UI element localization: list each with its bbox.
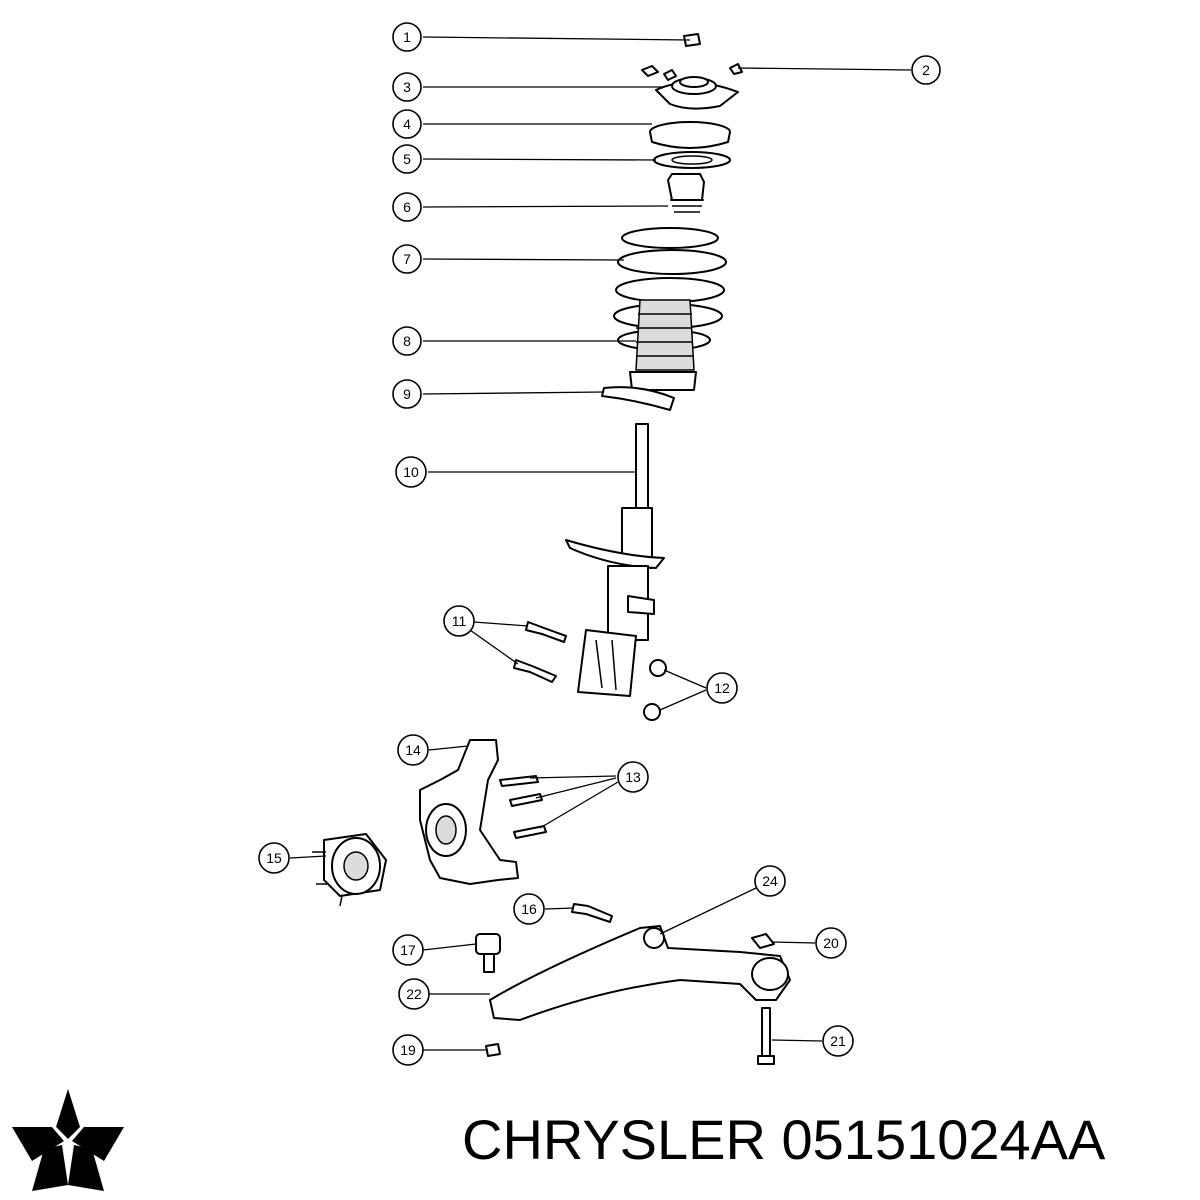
callout-8: 8 bbox=[392, 326, 422, 356]
callout-12: 12 bbox=[706, 672, 738, 704]
callout-13: 13 bbox=[617, 761, 649, 793]
part-strut-assembly bbox=[565, 423, 665, 697]
part-upper-mount bbox=[655, 76, 739, 110]
leader-lines bbox=[289, 36, 912, 1051]
part-strut-bearing bbox=[649, 121, 731, 149]
part-ball-joint-bolt bbox=[571, 903, 613, 923]
callout-3: 3 bbox=[392, 72, 422, 102]
part-dust-boot bbox=[629, 299, 697, 391]
callout-11: 11 bbox=[443, 605, 475, 637]
brand-name: CHRYSLER bbox=[462, 1108, 766, 1171]
callout-15: 15 bbox=[258, 842, 290, 874]
part-caption: CHRYSLER 05151024AA bbox=[462, 1108, 1105, 1172]
svg-text:20: 20 bbox=[823, 935, 839, 951]
part-mount-nuts bbox=[641, 63, 743, 81]
part-small-nut bbox=[485, 1043, 501, 1057]
callout-9: 9 bbox=[392, 379, 422, 409]
callout-1: 1 bbox=[392, 22, 422, 52]
part-steering-knuckle bbox=[419, 739, 519, 885]
svg-text:14: 14 bbox=[405, 742, 421, 758]
part-knuckle-bolts bbox=[499, 775, 547, 839]
part-arm-bolt bbox=[757, 1007, 775, 1065]
callout-20: 20 bbox=[815, 927, 847, 959]
callout-22: 22 bbox=[398, 978, 430, 1010]
svg-text:2: 2 bbox=[922, 62, 930, 78]
callout-16: 16 bbox=[513, 893, 545, 925]
part-wheel-hub bbox=[312, 833, 387, 907]
callout-7: 7 bbox=[392, 244, 422, 274]
svg-text:9: 9 bbox=[403, 386, 411, 402]
svg-text:22: 22 bbox=[406, 986, 422, 1002]
part-lower-control-arm bbox=[489, 925, 791, 1021]
part-strut-nut bbox=[683, 33, 701, 47]
part-strut-bolts bbox=[513, 621, 567, 683]
callout-24: 24 bbox=[754, 865, 786, 897]
svg-text:21: 21 bbox=[830, 1033, 846, 1049]
svg-text:16: 16 bbox=[521, 901, 537, 917]
callout-10: 10 bbox=[395, 456, 427, 488]
svg-text:19: 19 bbox=[400, 1042, 416, 1058]
part-jounce-bumper bbox=[667, 173, 705, 213]
part-spring-isolator bbox=[601, 386, 675, 411]
svg-text:3: 3 bbox=[403, 79, 411, 95]
callout-2: 2 bbox=[911, 55, 941, 85]
svg-text:13: 13 bbox=[625, 769, 641, 785]
svg-text:12: 12 bbox=[714, 680, 730, 696]
svg-text:7: 7 bbox=[403, 251, 411, 267]
callout-14: 14 bbox=[397, 734, 429, 766]
svg-text:24: 24 bbox=[762, 873, 778, 889]
callout-5: 5 bbox=[392, 144, 422, 174]
svg-text:4: 4 bbox=[403, 116, 411, 132]
svg-text:17: 17 bbox=[400, 942, 416, 958]
part-arm-nut bbox=[751, 933, 775, 949]
callout-4: 4 bbox=[392, 109, 422, 139]
pentastar-icon bbox=[12, 1089, 124, 1191]
svg-text:6: 6 bbox=[403, 199, 411, 215]
part-upper-spring-seat bbox=[653, 151, 731, 169]
callout-6: 6 bbox=[392, 192, 422, 222]
svg-text:10: 10 bbox=[403, 464, 419, 480]
callout-21: 21 bbox=[822, 1025, 854, 1057]
svg-text:11: 11 bbox=[452, 613, 467, 629]
callout-19: 19 bbox=[392, 1034, 424, 1066]
part-ball-joint bbox=[475, 933, 501, 973]
svg-text:5: 5 bbox=[403, 151, 411, 167]
svg-text:8: 8 bbox=[403, 333, 411, 349]
callout-17: 17 bbox=[392, 934, 424, 966]
svg-text:15: 15 bbox=[266, 850, 282, 866]
part-number: 05151024AA bbox=[781, 1108, 1106, 1171]
svg-text:1: 1 bbox=[403, 29, 411, 45]
part-strut-nuts bbox=[643, 659, 667, 721]
